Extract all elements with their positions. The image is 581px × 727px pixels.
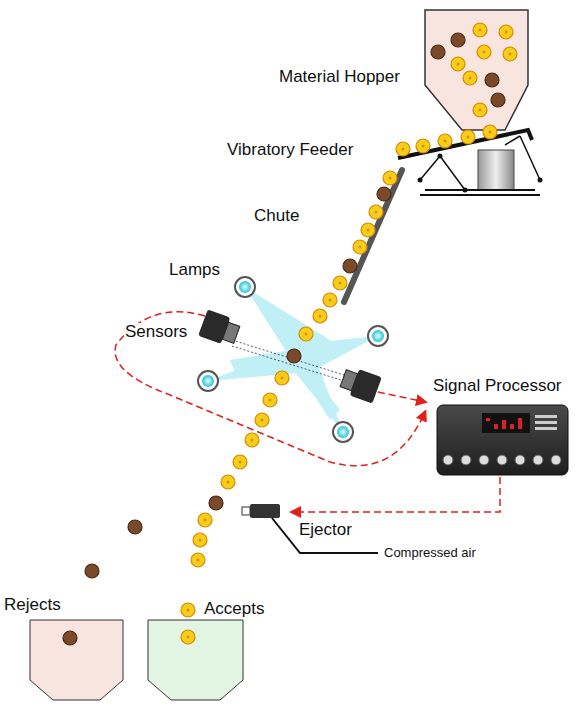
hopper-label: Material Hopper [278,68,401,87]
sensors-label: Sensors [124,323,188,342]
light-beams [208,287,378,432]
accepts-bin [148,620,243,700]
air-label: Compressed air [383,546,477,560]
feeder-links [420,136,540,190]
rejects-bin [30,620,123,700]
lamps-label: Lamps [168,261,221,280]
lamps [198,277,388,442]
hopper [425,10,528,130]
signal-processor [437,405,568,475]
accepts-label: Accepts [203,600,265,619]
feeder-base [420,190,540,195]
sensors [198,309,382,403]
air-line [272,518,378,553]
ejector [250,504,280,518]
rejects-label: Rejects [3,596,62,615]
processor-label: Signal Processor [432,377,563,396]
chute-label: Chute [253,207,300,226]
feeder-motor [478,150,514,190]
chute [344,170,402,302]
feeder-label: Vibratory Feeder [226,141,354,160]
ejector-label: Ejector [298,521,353,540]
